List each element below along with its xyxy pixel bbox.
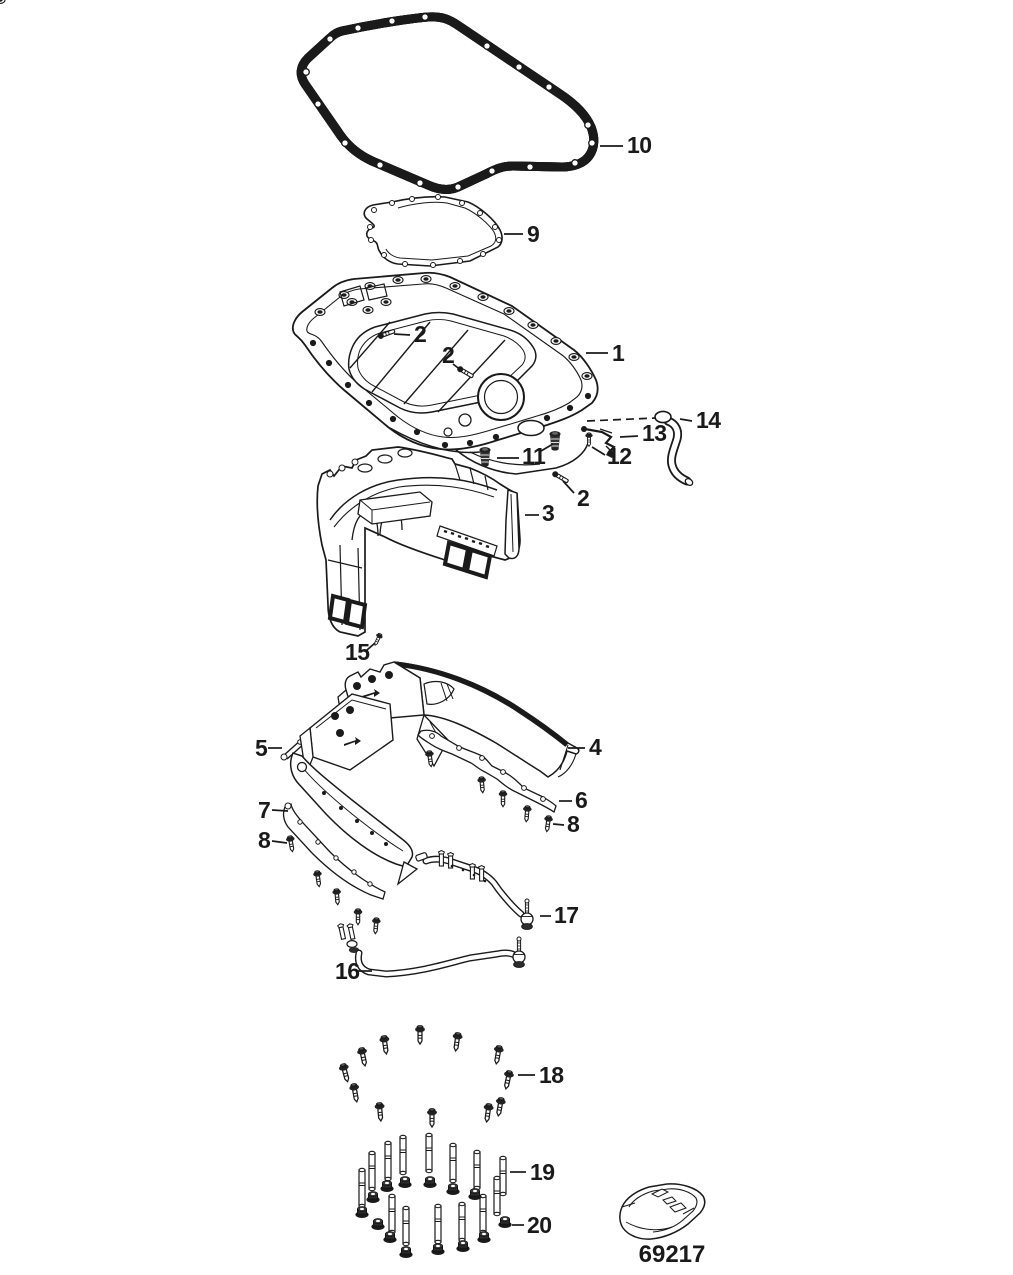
callout-leader-15: [366, 642, 376, 651]
callout-19: 19: [530, 1159, 555, 1185]
callout-17: 17: [554, 902, 579, 928]
callout-7: 7: [258, 797, 270, 823]
part-18-screws: [337, 1024, 516, 1128]
callout-3: 3: [542, 500, 554, 526]
callout-11: 11: [522, 443, 546, 469]
part-10-seal-ring: [301, 14, 595, 191]
part-3-exhaust-manifold: [316, 446, 521, 637]
callout-leader-2: [452, 363, 463, 372]
callout-4: 4: [589, 734, 602, 760]
callout-leader-2: [562, 480, 575, 494]
callout-1: 1: [612, 340, 625, 366]
callout-leader-14: [679, 418, 693, 422]
callout-6: 6: [575, 787, 587, 813]
boat-logo-icon: [619, 1183, 706, 1240]
callout-leader-7: [271, 809, 289, 812]
part-7-strip: [282, 802, 386, 900]
callout-leader-11: [540, 443, 554, 452]
callout-8: 8: [567, 811, 580, 837]
callout-10: 10: [627, 132, 652, 158]
callout-leader-13: [619, 435, 639, 438]
part-20-nuts: [354, 1176, 513, 1259]
callout-15: 15: [345, 639, 370, 665]
callout-dashed-leader-14: [586, 417, 657, 422]
callout-14: 14: [696, 407, 721, 433]
callout-18: 18: [539, 1062, 564, 1088]
callout-2: 2: [414, 321, 426, 347]
callout-leader-8: [271, 840, 288, 844]
callout-leader-2: [393, 333, 411, 336]
callout-2: 2: [442, 342, 454, 368]
callout-leader-8: [552, 823, 565, 826]
callout-8: 8: [258, 827, 271, 853]
part-9-gasket: [363, 194, 503, 268]
part-4-baffle-right: [337, 661, 580, 778]
callout-16: 16: [335, 958, 360, 984]
part-12-screw: [584, 431, 594, 447]
callout-12: 12: [607, 443, 632, 469]
callout-9: 9: [527, 221, 539, 247]
callout-20: 20: [527, 1212, 552, 1238]
part-5-baffle-left: [280, 693, 419, 886]
part-14-hose: [654, 410, 694, 487]
part-1-adapter-plate: [0, 0, 599, 475]
callout-5: 5: [255, 735, 268, 761]
part-13-bracket: [581, 426, 616, 458]
callout-leader-12: [591, 446, 606, 456]
callout-13: 13: [642, 420, 667, 446]
part-16-tube-lower: [336, 920, 526, 978]
part-6-strip: [417, 729, 557, 814]
callout-2: 2: [577, 485, 589, 511]
part-17-tube-upper: [415, 849, 534, 931]
diagram-number: 69217: [639, 1241, 706, 1268]
